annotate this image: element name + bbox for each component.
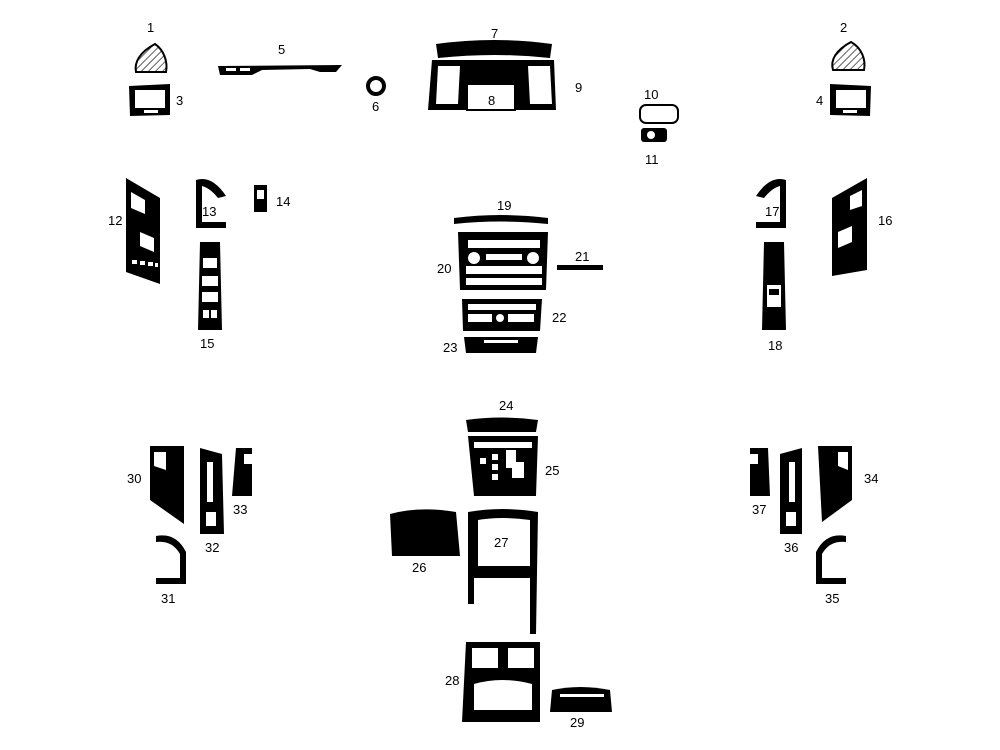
piece-21-thin-bar	[557, 265, 603, 270]
label-26: 26	[412, 560, 426, 575]
label-27: 27	[494, 535, 508, 550]
piece-27-console-frame	[468, 509, 538, 634]
piece-15-left-window-panel	[198, 242, 222, 330]
label-33: 33	[233, 502, 247, 517]
piece-17-right-handle-trim	[756, 179, 786, 228]
label-35: 35	[825, 591, 839, 606]
label-18: 18	[768, 338, 782, 353]
label-17: 17	[765, 204, 779, 219]
label-28: 28	[445, 673, 459, 688]
piece-28-bottom-console	[462, 642, 540, 722]
label-14: 14	[276, 194, 290, 209]
label-13: 13	[202, 204, 216, 219]
piece-37-right-lower-small	[750, 448, 770, 496]
piece-34-right-lower-trim	[818, 446, 852, 522]
label-19: 19	[497, 198, 511, 213]
label-34: 34	[864, 471, 878, 486]
piece-19-stack-top-strip	[454, 215, 548, 224]
piece-36-right-lower-switch	[780, 448, 802, 534]
label-5: 5	[278, 42, 285, 57]
piece-2-right-vent-cover	[831, 40, 866, 71]
piece-1-left-vent-cover	[134, 42, 168, 73]
label-3: 3	[176, 93, 183, 108]
piece-11-button-plate	[641, 128, 667, 142]
label-10: 10	[644, 87, 658, 102]
label-7: 7	[491, 26, 498, 41]
piece-33-left-lower-small	[232, 448, 252, 496]
piece-3-left-vent-frame	[129, 84, 170, 116]
piece-5-dash-strip	[218, 65, 342, 75]
label-9: 9	[575, 80, 582, 95]
label-11: 11	[645, 152, 659, 167]
label-2: 2	[840, 20, 847, 35]
piece-4-right-vent-frame	[830, 84, 871, 116]
piece-7-center-top-bar	[436, 40, 552, 58]
label-29: 29	[570, 715, 584, 730]
piece-16-right-door-panel	[832, 178, 867, 276]
piece-22-climate-bezel	[462, 299, 542, 331]
label-12: 12	[108, 213, 122, 228]
piece-25-shifter-plate	[468, 436, 538, 496]
label-1: 1	[147, 20, 154, 35]
label-15: 15	[200, 336, 214, 351]
piece-29-cupholder-lid	[550, 687, 612, 712]
piece-23-lower-strip	[464, 337, 538, 353]
label-4: 4	[816, 93, 823, 108]
label-24: 24	[499, 398, 513, 413]
piece-8-screen-surround	[466, 83, 516, 111]
piece-35-right-lower-arc	[816, 535, 846, 584]
label-20: 20	[437, 261, 451, 276]
label-31: 31	[161, 591, 175, 606]
piece-26-console-lid	[390, 509, 460, 556]
piece-13-left-handle-trim	[196, 179, 226, 228]
label-37: 37	[752, 502, 766, 517]
piece-30-left-lower-trim	[150, 446, 184, 524]
piece-10-outline-trim	[639, 104, 679, 124]
piece-6-ring	[366, 76, 386, 96]
label-25: 25	[545, 463, 559, 478]
piece-18-right-window-panel	[762, 242, 786, 330]
label-30: 30	[127, 471, 141, 486]
label-22: 22	[552, 310, 566, 325]
piece-31-left-lower-arc	[156, 535, 186, 584]
piece-32-left-lower-switch	[200, 448, 224, 534]
piece-24-shifter-top	[466, 417, 538, 432]
label-16: 16	[878, 213, 892, 228]
label-32: 32	[205, 540, 219, 555]
label-6: 6	[372, 99, 379, 114]
label-23: 23	[443, 340, 457, 355]
label-8: 8	[488, 93, 495, 108]
piece-20-radio-bezel	[458, 232, 548, 290]
piece-14-switch-plate	[254, 185, 267, 212]
label-21: 21	[575, 249, 589, 264]
label-36: 36	[784, 540, 798, 555]
piece-12-left-door-panel	[126, 178, 160, 284]
